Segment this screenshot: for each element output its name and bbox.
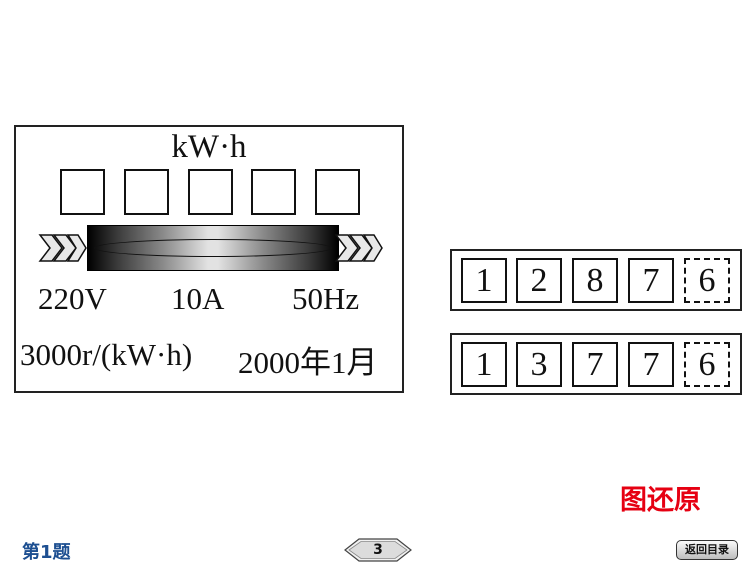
reading-digit: 3: [516, 342, 562, 387]
meter-constant: 3000r/(kW·h): [20, 337, 193, 372]
double-chevron-right-icon: [334, 234, 383, 262]
double-chevron-right-icon: [38, 234, 87, 262]
reading-display-first: 1 2 8 7 6: [450, 249, 742, 311]
meter-date: 2000年1月: [238, 345, 378, 380]
meter-digit-box: [315, 169, 360, 215]
meter-digit-box: [60, 169, 105, 215]
restore-figure-caption[interactable]: 图还原: [620, 485, 701, 516]
meter-digit-box: [124, 169, 169, 215]
meter-digit-box: [188, 169, 233, 215]
reading-digit: 2: [516, 258, 562, 303]
question-label: 第1题: [22, 542, 71, 563]
meter-frequency: 50Hz: [292, 281, 360, 316]
reading-digit: 8: [572, 258, 618, 303]
reading-decimal-digit: 6: [684, 342, 730, 387]
meter-digit-box: [251, 169, 296, 215]
reading-digit: 7: [628, 258, 674, 303]
reading-decimal-digit: 6: [684, 258, 730, 303]
rotor-disk-outline: [94, 239, 332, 257]
diamond-page-icon: [344, 538, 412, 562]
electric-meter: kW·h 220V 10A 50Hz 3000r/(kW·h) 2000年1月: [14, 125, 404, 393]
page-number: 3: [373, 542, 383, 558]
reading-digit: 7: [628, 342, 674, 387]
meter-unit-label: kW·h: [171, 129, 247, 165]
meter-voltage: 220V: [38, 281, 107, 316]
reading-digit: 7: [572, 342, 618, 387]
page-nav-button[interactable]: 3: [343, 536, 413, 564]
meter-rotor-disc: [87, 225, 339, 271]
reading-display-second: 1 3 7 7 6: [450, 333, 742, 395]
meter-current: 10A: [171, 281, 225, 316]
reading-digit: 1: [461, 342, 507, 387]
reading-digit: 1: [461, 258, 507, 303]
back-to-contents-button[interactable]: 返回目录: [676, 540, 738, 560]
